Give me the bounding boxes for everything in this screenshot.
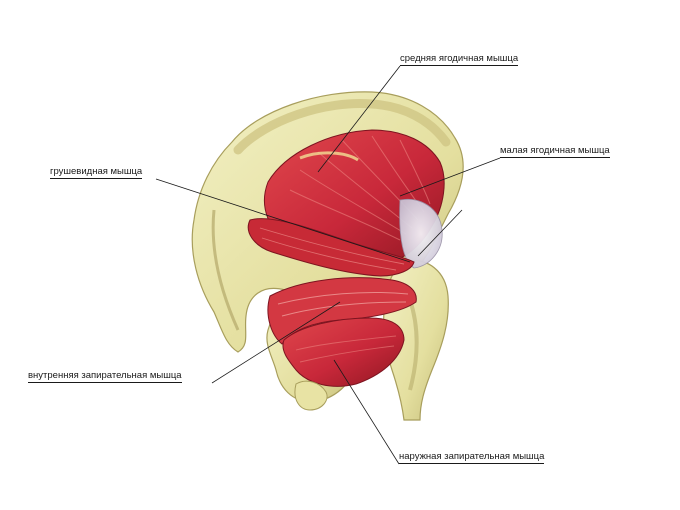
label-gluteus-minimus: малая ягодичная мышца xyxy=(500,145,610,158)
ischial-tuberosity xyxy=(294,380,328,411)
tendon-pointer-line xyxy=(417,209,463,257)
label-piriformis: грушевидная мышца xyxy=(50,166,143,179)
leader-piriformis xyxy=(155,178,411,263)
femur-shadow xyxy=(408,299,419,391)
obturator-externus-fibers xyxy=(295,335,397,363)
gluteus-minimus-tendon xyxy=(399,198,443,269)
label-obturator-internus: внутренняя запирательная мышца xyxy=(28,370,182,383)
label-gluteus-medius: средняя ягодичная мышца xyxy=(400,53,519,66)
leader-gluteus-medius xyxy=(317,65,401,173)
ilium-inner-shadow xyxy=(211,209,240,331)
gluteus-medius-edge xyxy=(299,151,359,162)
leader-obturator-externus xyxy=(333,359,400,465)
leader-lines xyxy=(155,65,501,465)
piriformis-fibers xyxy=(259,227,405,271)
obturator-externus-muscle xyxy=(282,317,405,387)
obturator-internus-muscle xyxy=(267,277,417,345)
obturator-internus-fibers xyxy=(277,291,409,317)
label-obturator-externus: наружная запирательная мышца xyxy=(399,451,545,464)
leader-obturator-internus xyxy=(211,301,341,384)
iliac-crest-shading xyxy=(233,98,451,155)
piriformis-muscle xyxy=(247,218,415,277)
leader-gluteus-minimus xyxy=(399,157,501,197)
